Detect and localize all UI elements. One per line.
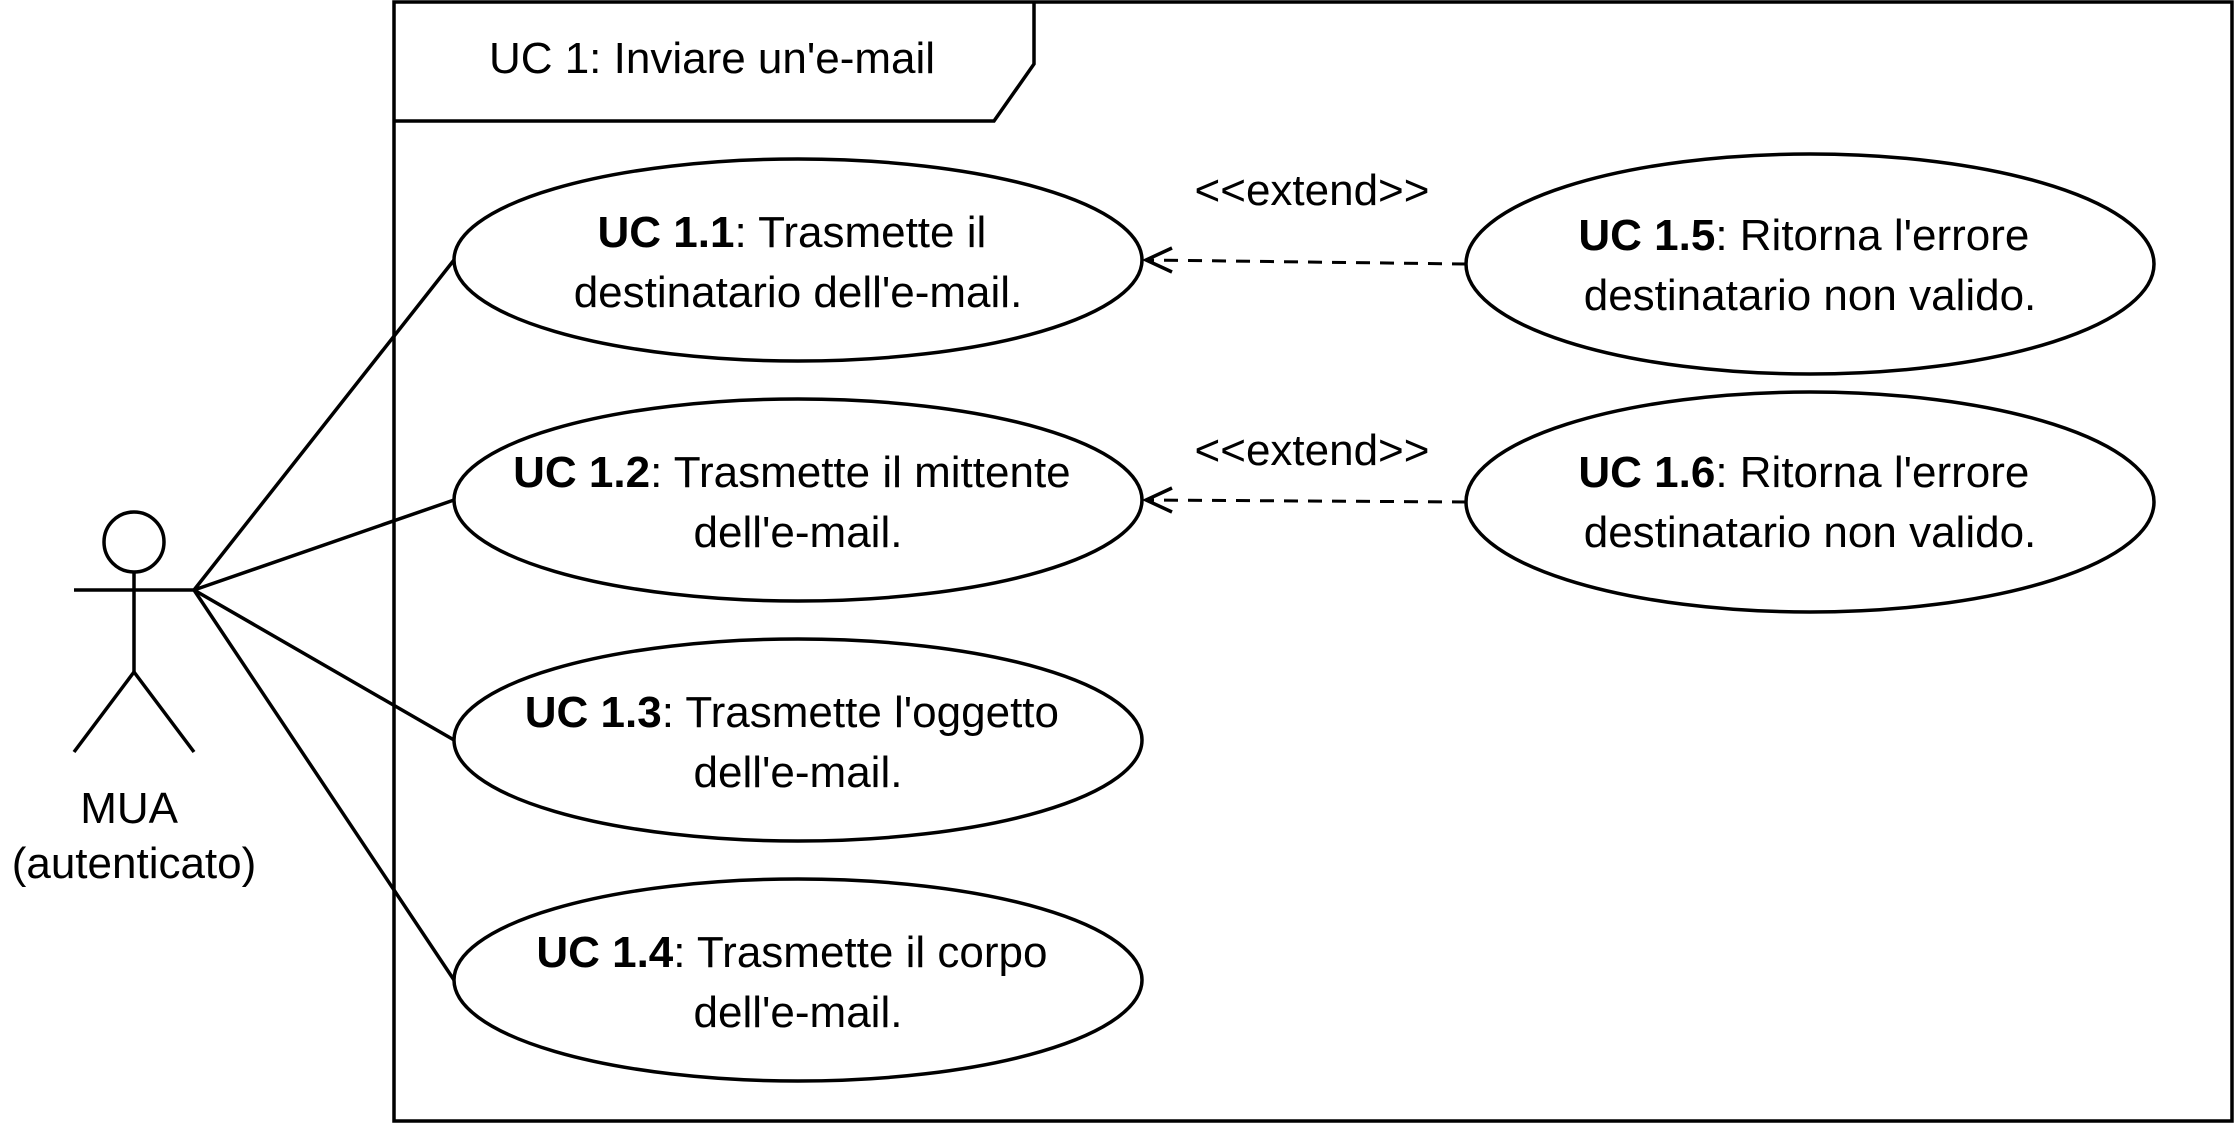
- uc13-id: UC 1.3: [525, 688, 662, 737]
- use-case-uc12: UC 1.2: Trasmette il mittente dell'e-mai…: [452, 397, 1144, 603]
- uc14-text-line2: dell'e-mail.: [694, 988, 903, 1037]
- extend-arrowhead-uc11: [1141, 246, 1173, 274]
- extend-label-2: <<extend>>: [1195, 426, 1430, 475]
- system-boundary: [392, 0, 2234, 1123]
- uc15-id: UC 1.5: [1578, 211, 1715, 260]
- use-case-uc13: UC 1.3: Trasmette l'oggetto dell'e-mail.: [452, 637, 1144, 843]
- association-uc13: [193, 588, 455, 742]
- use-case-uc16: UC 1.6: Ritorna l'errore destinatario no…: [1464, 390, 2156, 614]
- uc11-text-line2: destinatario dell'e-mail.: [574, 268, 1023, 317]
- uc16-id: UC 1.6: [1578, 448, 1715, 497]
- extend-arrow-uc16-uc12: [1147, 498, 1467, 504]
- actor-head: [102, 510, 166, 574]
- actor-right-leg: [132, 670, 196, 754]
- use-case-uc11: UC 1.1: Trasmette il destinatario dell'e…: [452, 157, 1144, 363]
- actor-label: MUA (autenticato): [12, 784, 257, 888]
- extend-arrow-uc15-uc11: [1147, 258, 1467, 266]
- frame-title: UC 1: Inviare un'e-mail: [489, 34, 935, 83]
- actor-left-leg: [72, 670, 136, 754]
- uc13-text-line2: dell'e-mail.: [694, 748, 903, 797]
- svg-text:UC 1.6: Ritorna l'errore: UC 1.6: Ritorna l'errore destinatario no…: [1578, 448, 2041, 557]
- uc11-id: UC 1.1: [597, 208, 734, 257]
- svg-text:UC 1.2: Trasmette il mittente: UC 1.2: Trasmette il mittente dell'e-mai…: [513, 448, 1083, 557]
- uc16-text-line2: destinatario non valido.: [1584, 508, 2037, 557]
- svg-text:UC 1.3: Trasmette l'oggetto: UC 1.3: Trasmette l'oggetto dell'e-mail.: [525, 688, 1071, 797]
- svg-text:UC 1.5: Ritorna l'errore: UC 1.5: Ritorna l'errore destinatario no…: [1578, 211, 2041, 320]
- uc16-text-line1: : Ritorna l'errore: [1715, 448, 2029, 497]
- use-case-uc15: UC 1.5: Ritorna l'errore destinatario no…: [1464, 152, 2156, 376]
- association-uc14: [192, 589, 456, 981]
- extend-label-1: <<extend>>: [1195, 166, 1430, 215]
- uc14-id: UC 1.4: [536, 928, 673, 977]
- association-uc11: [192, 258, 456, 592]
- actor-mua: MUA (autenticato): [12, 510, 257, 888]
- uc14-text-line1: : Trasmette il corpo: [673, 928, 1047, 977]
- uc12-id: UC 1.2: [513, 448, 650, 497]
- uc12-text-line1: : Trasmette il mittente: [650, 448, 1071, 497]
- uc15-text-line1: : Ritorna l'errore: [1715, 211, 2029, 260]
- svg-text:UC 1.1: Trasmette il des: UC 1.1: Trasmette il destinatario dell'e…: [574, 208, 1023, 317]
- extend-arrowhead-uc12: [1141, 486, 1173, 514]
- uc15-text-line2: destinatario non valido.: [1584, 271, 2037, 320]
- frame-title-tab: [394, 2, 1036, 123]
- uc12-text-line2: dell'e-mail.: [694, 508, 903, 557]
- uc13-text-line1: : Trasmette l'oggetto: [662, 688, 1059, 737]
- association-uc12: [193, 498, 455, 592]
- use-case-uc14: UC 1.4: Trasmette il corpo dell'e-mail.: [452, 877, 1144, 1083]
- svg-text:UC 1.4: Trasmette il corpo: UC 1.4: Trasmette il corpo dell'e-mail.: [536, 928, 1059, 1037]
- uc11-text-line1: : Trasmette il: [734, 208, 986, 257]
